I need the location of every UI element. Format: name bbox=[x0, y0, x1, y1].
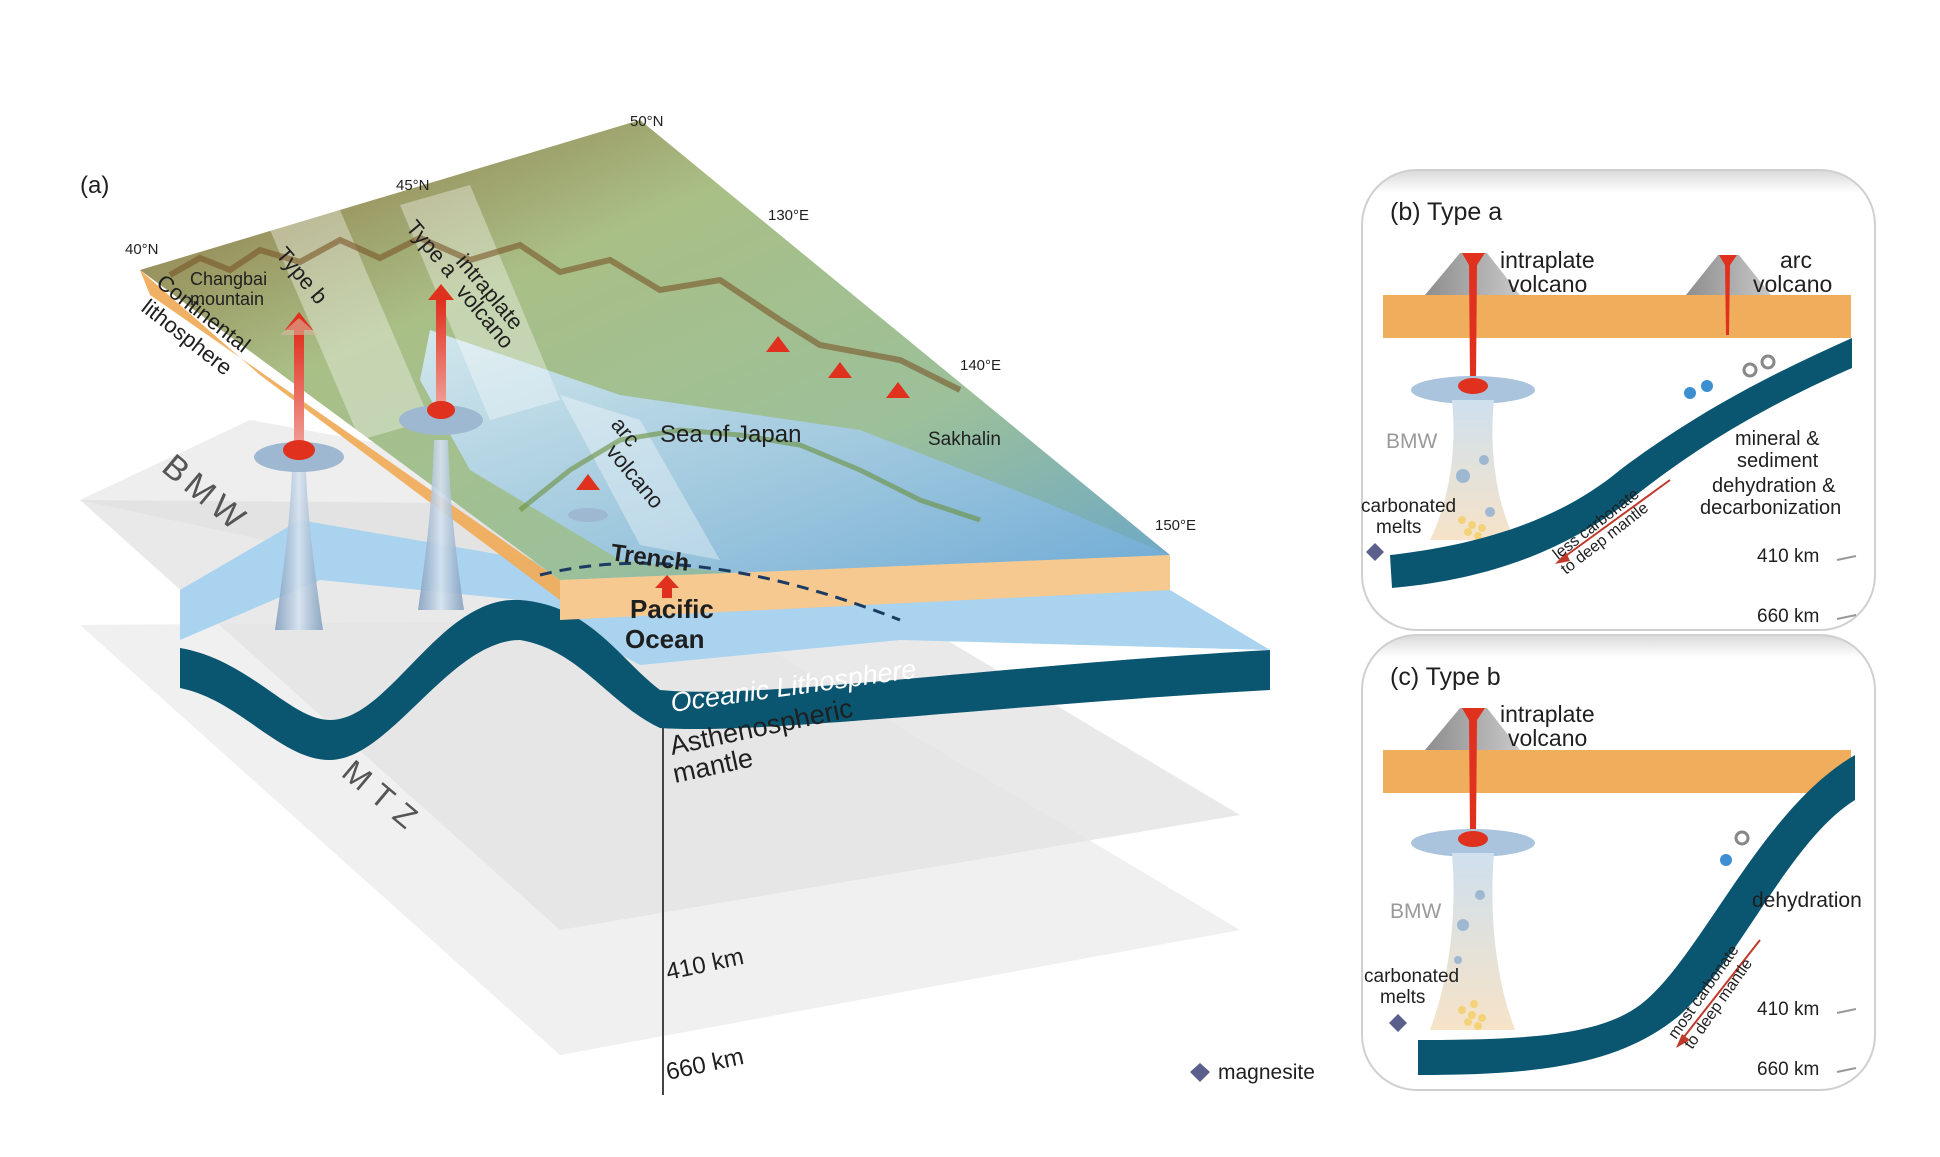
panel-c-title: (c) Type b bbox=[1390, 663, 1501, 691]
panel-b-mineral-label-4: decarbonization bbox=[1700, 497, 1841, 519]
panel-b-tick-660 bbox=[1836, 614, 1857, 620]
panel-c-arrow bbox=[1679, 939, 1761, 1043]
panel-b-melt-pool bbox=[1458, 378, 1488, 394]
bmw-plume-type-a bbox=[399, 300, 483, 610]
panel-b-tick-410 bbox=[1836, 555, 1857, 561]
arc-volcano-icon-3 bbox=[886, 382, 910, 398]
arc-volcano-icon-2 bbox=[828, 362, 852, 378]
lat-45n: 45°N bbox=[396, 177, 430, 194]
panel-b-carbonate-droplet-1 bbox=[1456, 469, 1470, 483]
depth-660-label: 660 km bbox=[664, 1043, 747, 1086]
panel-c-fluid-droplet bbox=[1720, 854, 1732, 866]
panel-a-label: (a) bbox=[80, 172, 109, 199]
subduction-arrow bbox=[655, 575, 679, 598]
panel-c-dehydration-label: dehydration bbox=[1752, 889, 1862, 912]
changbai-volcano-icon bbox=[280, 312, 318, 335]
panel-b-magnesite-icon bbox=[1366, 543, 1384, 561]
panel-b-mineral-label-2: sediment bbox=[1737, 450, 1819, 472]
sea-of-japan-label: Sea of Japan bbox=[660, 421, 801, 448]
type-b-slice bbox=[270, 210, 430, 440]
continental-lithosphere-band bbox=[140, 270, 560, 600]
sakhalin-label: Sakhalin bbox=[928, 429, 1001, 450]
panel-a: (a) 40°N 45°N 50°N 130°E 140°E 150°E Cha… bbox=[80, 113, 1315, 1095]
lat-50n: 50°N bbox=[630, 113, 664, 130]
panel-b-carbonate-grains bbox=[1458, 516, 1486, 540]
panel-b-depth-660-label: 660 km bbox=[1757, 606, 1819, 627]
trench-line bbox=[539, 561, 901, 622]
panel-b-carbonate-droplet-2 bbox=[1479, 455, 1489, 465]
panel-b-intraplate-label-2: volcano bbox=[1508, 271, 1587, 297]
panel-b-continental-band bbox=[1383, 295, 1851, 338]
panel-b-carbonated-label-1: carbonated bbox=[1361, 496, 1456, 517]
terrain-right-face bbox=[560, 555, 1170, 620]
panel-c-sediment-icon bbox=[1734, 830, 1750, 846]
magnesite-legend: magnesite bbox=[1190, 1061, 1315, 1084]
lon-140e: 140°E bbox=[960, 357, 1001, 374]
panel-b-sediment-icon-2 bbox=[1760, 354, 1776, 370]
panel-c-intraplate-label-1: intraplate bbox=[1500, 701, 1595, 727]
panel-b-carbonate-droplet-3 bbox=[1485, 507, 1495, 517]
panel-c-arrowhead bbox=[1676, 1034, 1690, 1048]
bmw-plume-type-b bbox=[254, 330, 344, 630]
panel-b-arrow bbox=[1559, 479, 1671, 561]
panel-c-intraplate-label-2: volcano bbox=[1508, 725, 1587, 751]
panel-b-slab bbox=[1390, 338, 1852, 588]
magnesite-legend-label: magnesite bbox=[1218, 1061, 1315, 1084]
panel-c-bmw-plume bbox=[1430, 853, 1515, 1030]
magnesite-icon bbox=[1190, 1063, 1210, 1082]
panel-b-depth-410-label: 410 km bbox=[1757, 546, 1819, 567]
panel-c-bmw-label: BMW bbox=[1390, 900, 1442, 923]
changbai-label-1: Changbai bbox=[190, 269, 267, 289]
panel-b-arc-conduit bbox=[1719, 255, 1737, 335]
panel-b-mineral-label-1: mineral & bbox=[1735, 428, 1820, 450]
panel-b-arrowhead bbox=[1555, 552, 1570, 564]
lon-130e: 130°E bbox=[768, 207, 809, 224]
panel-c-tick-410 bbox=[1836, 1008, 1857, 1014]
panel-c-carbonate-droplet-1 bbox=[1457, 919, 1469, 931]
panel-b-sediment-icon-1 bbox=[1742, 362, 1758, 378]
lat-40n: 40°N bbox=[125, 241, 159, 258]
mountain-ridge bbox=[168, 234, 962, 393]
type-a-volcano-icon bbox=[428, 284, 454, 300]
panel-c-carbonated-label-1: carbonated bbox=[1364, 966, 1459, 987]
panel-c-carbonate-grains bbox=[1458, 1000, 1486, 1030]
sea-of-japan-region bbox=[420, 330, 1170, 590]
panel-b-bmw-plume bbox=[1430, 400, 1515, 540]
coast-ridge bbox=[518, 427, 981, 523]
panel-c-carbonate-droplet-3 bbox=[1454, 956, 1462, 964]
panel-c-continental-band bbox=[1383, 750, 1851, 793]
panel-c-depth-410-label: 410 km bbox=[1757, 999, 1819, 1020]
arc-plume-disk bbox=[568, 508, 608, 522]
panel-b-fluid-droplet-1 bbox=[1684, 387, 1696, 399]
lon-150e: 150°E bbox=[1155, 517, 1196, 534]
arc-volcano-icon-1 bbox=[766, 336, 790, 352]
panel-b-arc-label-2: volcano bbox=[1753, 271, 1832, 297]
panel-b-carbonated-label-2: melts bbox=[1376, 517, 1421, 538]
panel-b-arc-label-1: arc bbox=[1780, 247, 1812, 273]
changbai-label-2: mountain bbox=[190, 289, 264, 309]
arc-volcano-icon-4 bbox=[576, 474, 600, 490]
panel-b: (b) Type a intraplate volcano arc volcan… bbox=[1361, 169, 1876, 631]
panel-c-carbonate-droplet-2 bbox=[1475, 890, 1485, 900]
arc-slice bbox=[560, 395, 720, 560]
ocean-label: Ocean bbox=[625, 624, 705, 654]
panel-c-melt-pool bbox=[1458, 831, 1488, 847]
panel-b-bmw-label: BMW bbox=[1386, 430, 1438, 453]
panel-b-mineral-label-3: dehydration & bbox=[1712, 475, 1836, 497]
panel-c: (c) Type b intraplate volcano BMW carbon… bbox=[1361, 634, 1876, 1091]
panel-b-title: (b) Type a bbox=[1390, 198, 1502, 226]
pacific-label: Pacific bbox=[630, 594, 714, 624]
panel-b-intraplate-conduit bbox=[1462, 253, 1485, 380]
panel-c-tick-660 bbox=[1836, 1067, 1857, 1073]
panel-c-slab bbox=[1418, 755, 1855, 1075]
panel-c-carbonated-label-2: melts bbox=[1380, 987, 1425, 1008]
panel-c-intraplate-conduit bbox=[1462, 708, 1485, 833]
panel-c-magnesite-icon bbox=[1389, 1014, 1407, 1032]
oceanic-lithosphere-slab bbox=[180, 599, 1270, 760]
panel-c-depth-660-label: 660 km bbox=[1757, 1059, 1819, 1080]
panel-b-intraplate-label-1: intraplate bbox=[1500, 247, 1595, 273]
panel-b-fluid-droplet-2 bbox=[1701, 380, 1713, 392]
